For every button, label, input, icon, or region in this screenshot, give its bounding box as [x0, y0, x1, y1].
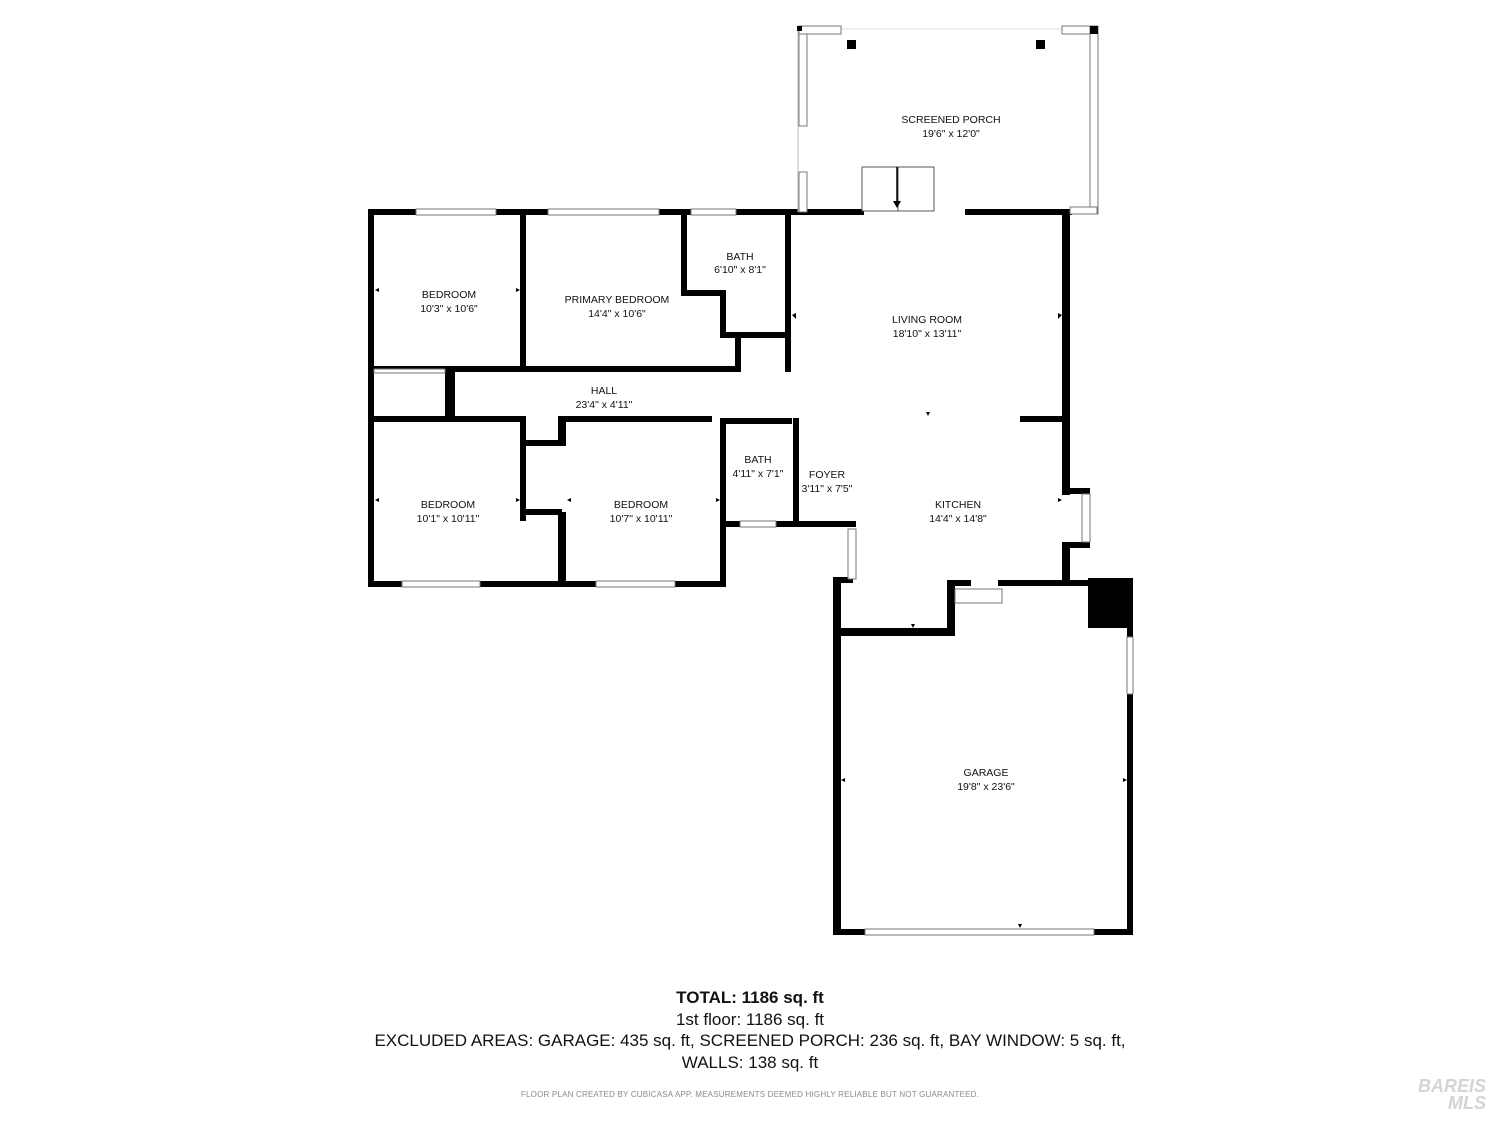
measurement-markers	[375, 288, 1127, 928]
room-dims-bedroom-s: 10'7" x 10'11"	[610, 513, 673, 525]
room-dims-garage: 19'8" x 23'6"	[957, 781, 1015, 793]
room-dims-bath-primary: 6'10" x 8'1"	[714, 264, 766, 276]
room-name-screened-porch: SCREENED PORCH	[901, 114, 1000, 126]
room-name-bath-hall: BATH	[744, 454, 771, 466]
room-name-bedroom-s: BEDROOM	[614, 499, 668, 511]
room-name-bath-primary: BATH	[726, 251, 753, 263]
total-area: TOTAL: 1186 sq. ft	[676, 988, 824, 1007]
excluded-areas: EXCLUDED AREAS: GARAGE: 435 sq. ft, SCRE…	[374, 1031, 1126, 1050]
walls-area: WALLS: 138 sq. ft	[681, 1053, 819, 1072]
credit-line: FLOOR PLAN CREATED BY CUBICASA APP. MEAS…	[520, 1090, 980, 1099]
windows	[373, 208, 1134, 936]
room-dims-living-room: 18'10" x 13'11"	[893, 328, 962, 340]
room-dims-hall: 23'4" x 4'11"	[576, 399, 633, 411]
room-dims-bedroom-nw: 10'3" x 10'6"	[420, 303, 478, 315]
room-name-bedroom-sw: BEDROOM	[421, 499, 475, 511]
floor1-area: 1st floor: 1186 sq. ft	[675, 1010, 825, 1029]
room-name-kitchen: KITCHEN	[935, 499, 981, 511]
mls-watermark-logo: BAREIS MLS	[1418, 1076, 1487, 1113]
room-dims-bath-hall: 4'11" x 7'1"	[733, 468, 784, 480]
room-dims-foyer: 3'11" x 7'5"	[802, 483, 853, 495]
walls	[368, 209, 1133, 935]
watermark-line2: MLS	[1448, 1093, 1487, 1113]
screened-porch	[797, 25, 1099, 215]
room-dims-primary-bedroom: 14'4" x 10'6"	[588, 308, 646, 320]
room-labels: SCREENED PORCH 19'6" x 12'0" BEDROOM 10'…	[417, 114, 1015, 793]
room-name-hall: HALL	[591, 385, 617, 397]
room-dims-kitchen: 14'4" x 14'8"	[929, 513, 987, 525]
room-name-garage: GARAGE	[964, 767, 1009, 779]
room-dims-bedroom-sw: 10'1" x 10'11"	[417, 513, 480, 525]
room-dims-screened-porch: 19'6" x 12'0"	[922, 128, 980, 140]
watermark-line1: BAREIS	[1418, 1076, 1487, 1096]
room-name-primary-bedroom: PRIMARY BEDROOM	[565, 294, 670, 306]
room-name-bedroom-nw: BEDROOM	[422, 289, 476, 301]
room-name-foyer: FOYER	[809, 469, 846, 481]
room-name-living-room: LIVING ROOM	[892, 314, 962, 326]
floor-plan: SCREENED PORCH 19'6" x 12'0" BEDROOM 10'…	[368, 25, 1134, 936]
